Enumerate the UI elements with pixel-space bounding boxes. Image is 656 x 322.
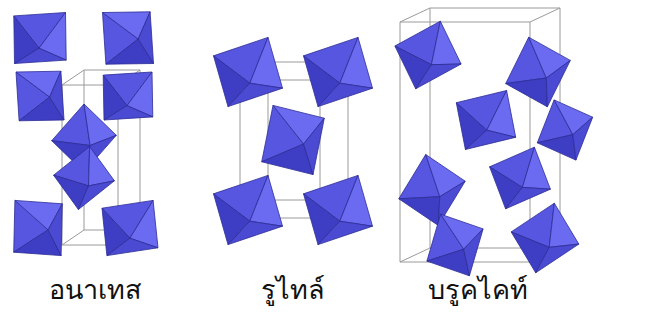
octahedron-face bbox=[487, 91, 516, 138]
octahedron-face bbox=[522, 147, 550, 189]
octahedron-face bbox=[250, 37, 283, 88]
octahedron bbox=[511, 203, 579, 273]
octahedron bbox=[14, 13, 66, 64]
octahedron bbox=[262, 105, 325, 174]
octahedron-face bbox=[427, 249, 470, 276]
octahedron-face bbox=[228, 83, 283, 106]
octahedron bbox=[490, 147, 551, 209]
structure-label: บรูคไคท์ bbox=[428, 274, 528, 306]
octahedron-face bbox=[304, 118, 325, 174]
octahedron bbox=[399, 155, 465, 226]
octahedron-face bbox=[506, 78, 548, 107]
octahedron-face bbox=[15, 48, 67, 63]
octahedron bbox=[214, 175, 283, 244]
octahedron-face bbox=[340, 37, 373, 88]
octahedron-face bbox=[104, 106, 153, 120]
octahedron-face bbox=[416, 64, 461, 89]
octahedron-face bbox=[250, 175, 283, 226]
octahedron-face bbox=[537, 135, 576, 161]
octahedron-face bbox=[52, 104, 90, 146]
octahedron-face bbox=[340, 175, 373, 226]
octahedron bbox=[395, 21, 461, 89]
structure-label: อนาเทส bbox=[49, 274, 141, 306]
octahedron-face bbox=[464, 229, 483, 276]
structure-label: รูไทล์ bbox=[261, 274, 325, 306]
octahedra bbox=[14, 12, 593, 276]
octahedron bbox=[304, 175, 373, 244]
octahedron bbox=[427, 214, 483, 276]
octahedron bbox=[537, 100, 592, 160]
octahedron-face bbox=[228, 221, 283, 244]
octahedron-face bbox=[399, 197, 440, 226]
octahedron bbox=[304, 37, 373, 106]
octahedron-face bbox=[573, 117, 593, 160]
octahedron-face bbox=[89, 147, 115, 186]
octahedron bbox=[103, 72, 153, 120]
octahedron-face bbox=[138, 12, 153, 64]
octahedron bbox=[214, 37, 283, 106]
octahedron bbox=[102, 200, 158, 255]
octahedron bbox=[14, 200, 63, 255]
octahedron-face bbox=[50, 71, 64, 120]
octahedron-face bbox=[48, 204, 62, 256]
octahedron-face bbox=[107, 238, 158, 255]
octahedron-face bbox=[431, 21, 461, 64]
octahedron-face bbox=[546, 60, 570, 106]
octahedron-face bbox=[506, 187, 551, 208]
octahedron-face bbox=[318, 83, 373, 106]
octahedron bbox=[103, 12, 154, 64]
octahedron bbox=[54, 147, 115, 210]
octahedron-face bbox=[78, 181, 114, 210]
octahedron-face bbox=[318, 221, 373, 244]
octahedron-face bbox=[465, 130, 515, 149]
octahedron-face bbox=[549, 203, 579, 247]
octahedron bbox=[506, 37, 571, 107]
unit-cell-lines bbox=[62, 8, 560, 262]
octahedron bbox=[16, 71, 64, 121]
octahedron-face bbox=[536, 244, 579, 273]
octahedron bbox=[456, 91, 515, 150]
